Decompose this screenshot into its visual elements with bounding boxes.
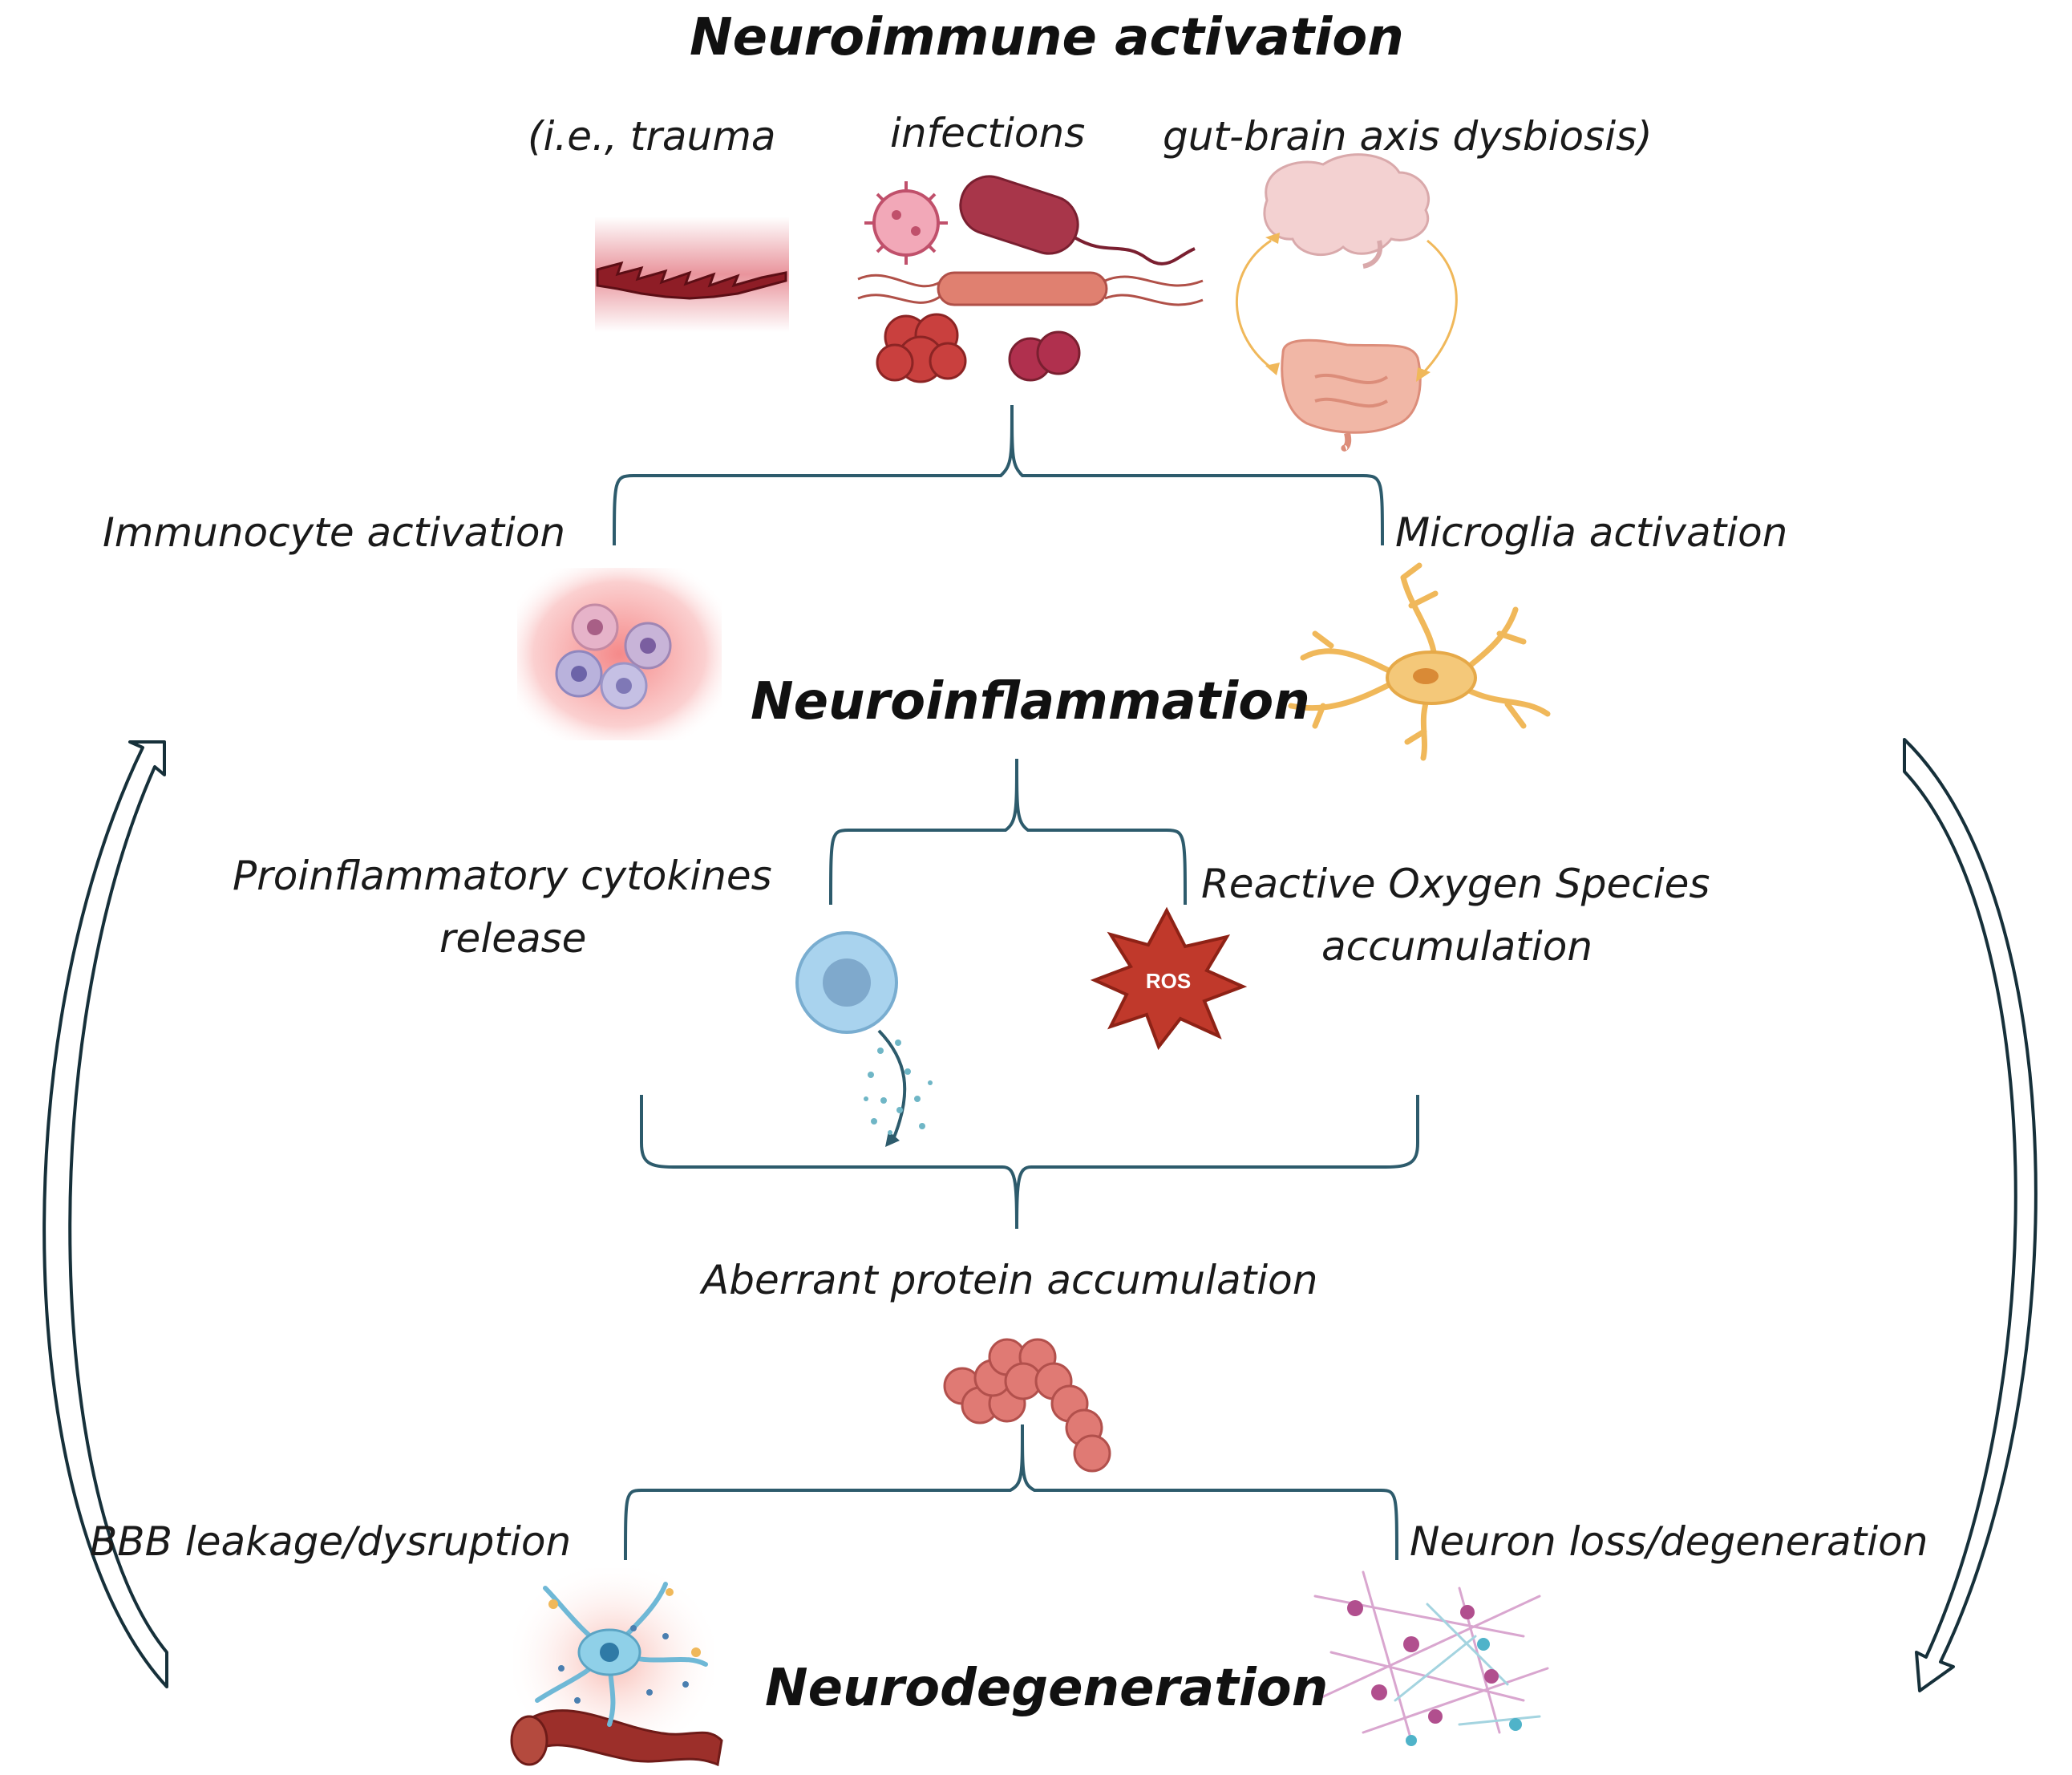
cytokines-label-line2: release [439,915,587,962]
diagram-title: Neuroimmune activation [690,8,1404,67]
ros-label-line1: Reactive Oxygen Species [1201,861,1710,907]
microglia-activation-label: Microglia activation [1395,509,1788,556]
cytokine-cell-icon [795,931,933,1147]
protein-chain-icon [943,1338,1111,1473]
trigger-infections-label: infections [890,110,1086,156]
trigger-trauma-label: (i.e., trauma [528,113,776,160]
virus-icon [864,181,948,265]
neuron-loss-label: Neuron loss/degeneration [1410,1518,1928,1565]
trauma-icon [595,217,789,332]
trigger-gut-brain-label: gut-brain axis dysbiosis) [1163,113,1653,160]
bbb-vessel-icon [510,1568,723,1767]
ros-badge-label: ROS [1146,969,1191,993]
bracket-triggers [613,404,1384,546]
ros-starburst-icon: ROS [1090,906,1248,1051]
protein-accumulation-label: Aberrant protein accumulation [702,1257,1318,1303]
ros-label-line2: accumulation [1321,923,1593,970]
bbb-leakage-label: BBB leakage/dysruption [90,1518,572,1565]
bracket-mediators [640,1095,1419,1230]
cycle-arrow-left [42,740,168,1688]
brain-icon [1263,153,1431,269]
stage-neuroinflammation: Neuroinflammation [751,672,1310,731]
cytokines-label-line1: Proinflammatory cytokines [233,853,772,899]
intestine-icon [1281,338,1422,452]
neuron-network-icon [1313,1570,1549,1746]
cycle-arrow-right [1903,738,2038,1692]
microglia-icon [1288,562,1551,761]
bacteria-icon [857,175,1204,383]
immunocyte-activation-label: Immunocyte activation [103,509,566,556]
gut-brain-arrows [1236,233,1458,382]
bracket-outcomes [624,1424,1398,1561]
stage-neurodegeneration: Neurodegeneration [765,1659,1329,1718]
immunocytes-icon [517,568,722,740]
bracket-inflammation [829,758,1187,906]
